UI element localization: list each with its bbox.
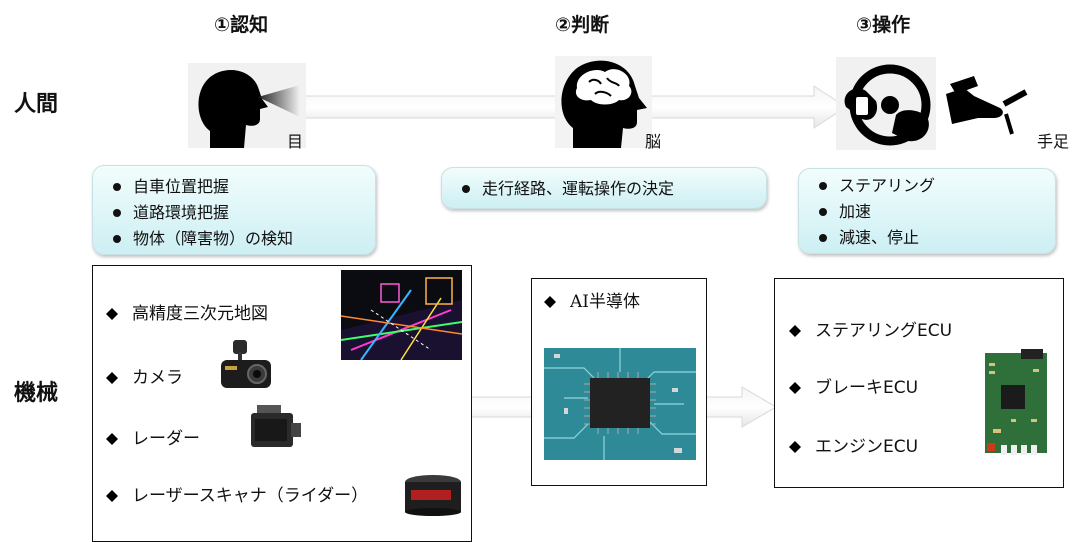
actuation-item-engine-ecu: エンジンECU (789, 432, 918, 457)
lidar-image (405, 475, 461, 516)
stage-title-recognition: ①認知 (214, 14, 269, 36)
foot-pedal-icon (946, 76, 1028, 135)
judgment-bubble: 走行経路、運転操作の決定 (441, 167, 767, 209)
bullet-item: 自車位置把握 (93, 174, 375, 200)
row-label-human: 人間 (14, 92, 59, 117)
perception-item-radar: レーダー (106, 424, 200, 449)
decision-item-ai-chip: AI半導体 (544, 287, 640, 312)
head-eye-icon (188, 63, 306, 148)
steering-hands-icon (836, 57, 936, 150)
ecu-board-image (985, 349, 1047, 455)
diamond-bullet-icon (544, 292, 558, 312)
3d-map-image (341, 270, 462, 360)
row-label-machine: 機械 (14, 381, 59, 406)
caption-limbs: 手足 (1037, 132, 1070, 151)
recognition-bubble: 自車位置把握 道路環境把握 物体（障害物）の検知 (92, 165, 376, 255)
actuation-item-steering-ecu: ステアリングECU (789, 316, 952, 341)
actuation-item-brake-ecu: ブレーキECU (789, 373, 918, 398)
diamond-bullet-icon (789, 321, 803, 341)
bullet-item: 減速、停止 (799, 225, 1055, 251)
diamond-bullet-icon (789, 378, 803, 398)
bullet-item: 加速 (799, 199, 1055, 225)
diamond-bullet-icon (106, 304, 120, 324)
stage-title-operation: ③操作 (856, 14, 911, 36)
diamond-bullet-icon (106, 368, 120, 388)
operation-bubble: ステアリング 加速 減速、停止 (798, 168, 1056, 254)
diamond-bullet-icon (106, 486, 120, 506)
radar-image (251, 405, 301, 447)
perception-item-lidar: レーザースキャナ（ライダー） (106, 481, 368, 506)
diamond-bullet-icon (106, 429, 120, 449)
camera-image (221, 340, 271, 388)
diamond-bullet-icon (789, 437, 803, 457)
caption-eye: 目 (287, 132, 304, 151)
stage-title-judgment: ②判断 (555, 14, 610, 36)
bullet-item: 道路環境把握 (93, 200, 375, 226)
caption-brain: 脳 (645, 132, 662, 151)
perception-item-map: 高精度三次元地図 (106, 299, 268, 324)
bullet-item: ステアリング (799, 173, 1055, 199)
ai-chip-image (544, 348, 696, 460)
perception-item-camera: カメラ (106, 363, 183, 388)
bullet-item: 走行経路、運転操作の決定 (442, 176, 766, 202)
bullet-item: 物体（障害物）の検知 (93, 226, 375, 252)
head-brain-icon (555, 56, 652, 148)
